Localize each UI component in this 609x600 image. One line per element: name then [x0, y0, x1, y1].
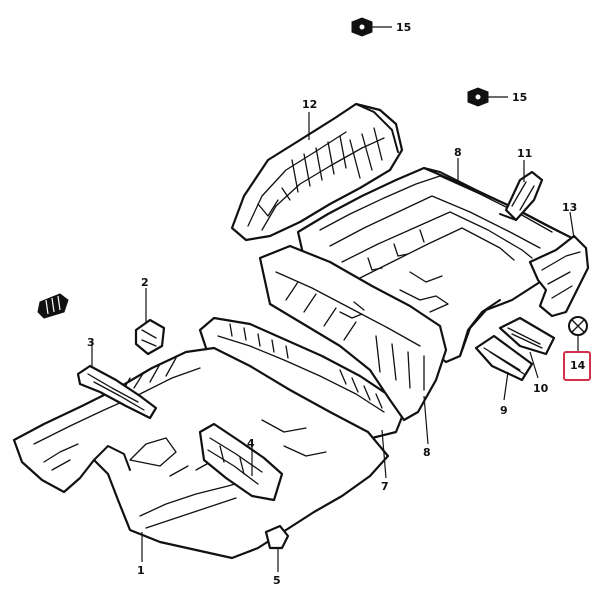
part-8-lower-member	[258, 244, 448, 422]
part-5-clip	[264, 524, 290, 550]
callout-11: 11	[517, 147, 532, 160]
part-15-nut-top	[351, 17, 373, 37]
callout-13: 13	[562, 201, 577, 214]
part-10-sill	[498, 316, 556, 356]
callout-14-highlight	[563, 351, 591, 381]
part-15-nut-right	[467, 87, 489, 107]
callout-9: 9	[500, 404, 508, 417]
callout-2: 2	[141, 276, 149, 289]
grommet-part	[37, 293, 69, 319]
part-12-upper-panel	[230, 102, 404, 242]
part-3-cross-member	[76, 364, 158, 420]
callout-15-top: 15	[396, 21, 411, 34]
part-4-seat-rail	[198, 422, 284, 502]
callout-14: 14	[570, 359, 586, 372]
callout-3: 3	[87, 336, 95, 349]
part-9-sill	[474, 334, 534, 382]
callout-5: 5	[273, 574, 281, 587]
callout-1: 1	[137, 564, 145, 577]
part-2-bracket	[134, 318, 166, 356]
leader-lines	[91, 26, 579, 572]
callout-7: 7	[381, 480, 389, 493]
part-13-side-member	[528, 234, 590, 336]
part-11-bracket	[499, 170, 544, 222]
callout-10: 10	[533, 382, 549, 395]
callout-4: 4	[247, 437, 255, 450]
callout-8-upper: 8	[454, 146, 462, 159]
callout-8-lower: 8	[423, 446, 431, 459]
callout-12: 12	[302, 98, 317, 111]
callout-15-right: 15	[512, 91, 527, 104]
